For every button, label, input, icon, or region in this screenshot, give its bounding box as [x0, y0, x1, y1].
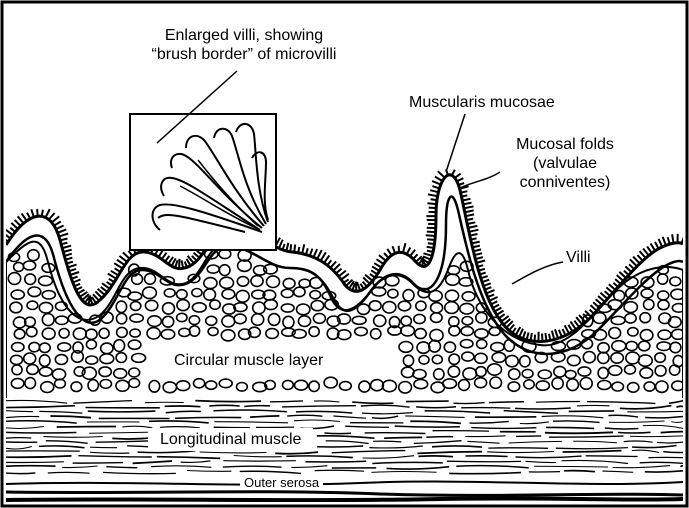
- muscle-strand: [488, 448, 548, 449]
- muscle-strand: [569, 411, 615, 412]
- muscle-strand: [536, 402, 580, 403]
- muscle-strand: [586, 456, 638, 457]
- muscle-strand: [618, 432, 651, 433]
- label-enlarged-villi: Enlarged villi, showing “brush border” o…: [94, 26, 394, 64]
- muscle-strand: [365, 433, 426, 434]
- muscle-strand: [6, 473, 35, 474]
- muscle-strand: [661, 432, 683, 433]
- label-villi: Villi: [566, 248, 591, 267]
- muscle-strand: [6, 438, 31, 439]
- muscle-strand: [195, 401, 261, 402]
- muscle-strand: [6, 462, 64, 463]
- label-mucosal-folds-line3: conniventes): [490, 173, 640, 192]
- muscle-strand: [88, 411, 156, 412]
- label-outer-serosa: Outer serosa: [240, 475, 323, 490]
- label-enlarged-villi-line1: Enlarged villi, showing: [94, 26, 394, 45]
- muscle-strand: [680, 466, 683, 467]
- label-longitudinal-muscle: Longitudinal muscle: [148, 428, 313, 451]
- muscle-strand: [516, 436, 541, 437]
- label-mucosal-folds-line1: Mucosal folds: [490, 135, 640, 154]
- muscle-strand: [426, 437, 453, 438]
- muscle-strand: [324, 433, 351, 434]
- muscle-strand: [73, 463, 124, 464]
- muscle-strand: [209, 405, 239, 406]
- muscle-strand: [406, 401, 449, 402]
- muscle-strand: [90, 447, 117, 448]
- serosa-line-3: [6, 498, 683, 500]
- muscle-strand: [546, 427, 594, 428]
- muscle-strand: [244, 406, 270, 407]
- muscle-strand: [6, 432, 76, 433]
- muscle-strand: [419, 456, 454, 457]
- muscle-strand: [676, 406, 683, 407]
- label-enlarged-villi-line2: “brush border” of microvilli: [94, 45, 394, 64]
- muscle-strand: [489, 402, 524, 403]
- muscle-strand: [461, 408, 510, 409]
- muscle-strand: [447, 461, 521, 462]
- muscle-strand: [466, 456, 508, 457]
- muscle-strand: [165, 406, 201, 407]
- label-mucosal-folds: Mucosal folds (valvulae conniventes): [490, 135, 640, 192]
- muscle-strand: [57, 427, 116, 428]
- label-mucosal-folds-line2: (valvulae: [490, 154, 640, 173]
- muscle-strand: [545, 432, 613, 433]
- muscle-strand: [306, 461, 367, 462]
- muscle-strand: [627, 411, 683, 412]
- muscle-strand: [175, 417, 241, 418]
- label-muscularis-mucosae: Muscularis mucosae: [409, 93, 555, 112]
- muscle-strand: [6, 466, 56, 467]
- muscle-strand: [384, 437, 422, 438]
- label-circular-muscle: Circular muscle layer: [154, 349, 343, 372]
